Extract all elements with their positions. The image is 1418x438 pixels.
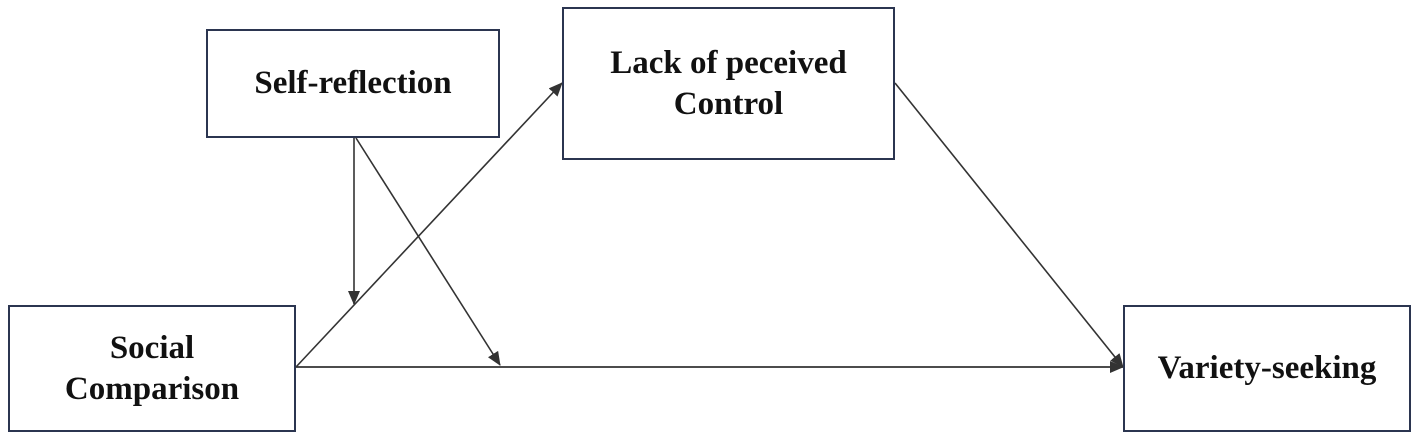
self-reflection-label: Self-reflection bbox=[254, 65, 452, 101]
variety-seeking-box: Variety-seeking bbox=[1123, 305, 1411, 432]
self-reflection-box: Self-reflection bbox=[206, 29, 500, 138]
social-comparison-label: Social Comparison bbox=[64, 329, 240, 407]
variety-seeking-label: Variety-seeking bbox=[1157, 350, 1377, 386]
social-comparison-box: Social Comparison bbox=[8, 305, 296, 432]
lack-of-perceived-control-label: Lack of peceived Control bbox=[610, 44, 847, 122]
arrow-social-to-lack-control bbox=[295, 82, 563, 368]
arrow-lack-control-to-variety bbox=[894, 82, 1124, 368]
arrow-moderation-direct-path bbox=[355, 137, 501, 366]
lack-of-perceived-control-box: Lack of peceived Control bbox=[562, 7, 895, 160]
